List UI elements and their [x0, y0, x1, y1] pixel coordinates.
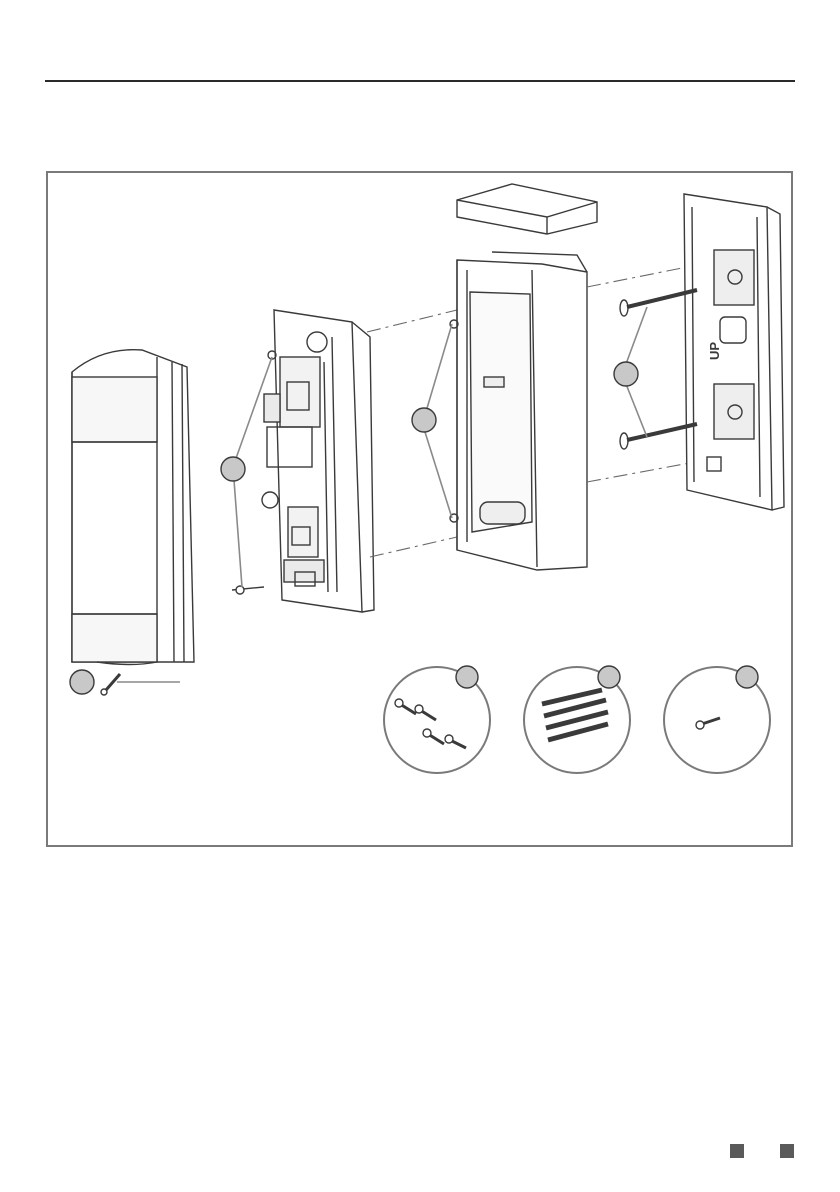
callout-marker-screw-set [456, 666, 478, 688]
callout-marker-cover-screw [70, 670, 94, 694]
up-label: UP [707, 342, 722, 360]
footer-mark-left [730, 1144, 744, 1158]
sensor-board-illustration [232, 310, 374, 612]
callout-marker-housing-screws [412, 408, 436, 432]
exploded-assembly-figure: UP [46, 171, 793, 847]
back-plate-illustration [684, 194, 784, 510]
front-cover-illustration [72, 350, 194, 665]
housing-illustration [450, 252, 587, 570]
footer-mark-right [780, 1144, 794, 1158]
callout-marker-single-screw [736, 666, 758, 688]
callout-marker-mounting-screws [614, 362, 638, 386]
alignment-lines-left [367, 310, 457, 557]
top-cap-illustration [457, 184, 597, 234]
header-rule [45, 80, 795, 82]
callout-marker-wall-plugs [598, 666, 620, 688]
cover-screw-illustration [101, 674, 120, 695]
callout-marker-board-screws [221, 457, 245, 481]
